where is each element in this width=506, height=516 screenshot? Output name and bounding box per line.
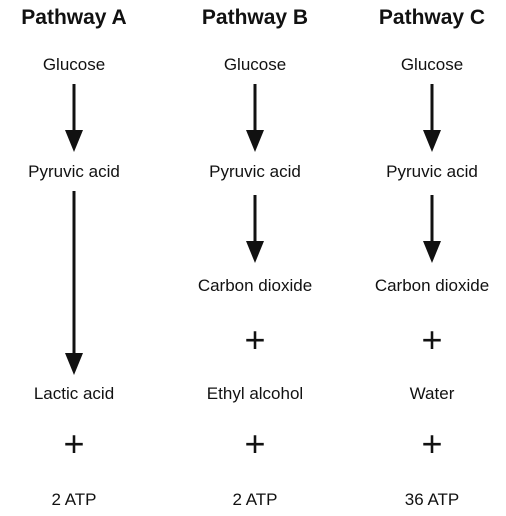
pathway-a-atp-label: 2 ATP <box>51 490 97 509</box>
plus-icon: + <box>421 423 443 464</box>
pathway-a-lactic-label: Lactic acid <box>33 384 115 403</box>
pathway-b-glucose-label: Glucose <box>223 55 287 74</box>
pathway-c-atp-label: 36 ATP <box>404 490 460 509</box>
pathway-c-carbon-dioxide-label: Carbon dioxide <box>374 276 490 295</box>
arrow-down-icon <box>352 195 506 263</box>
arrow-down-icon <box>175 195 335 263</box>
pathway-a-glucose-label: Glucose <box>42 55 106 74</box>
pathway-a-title: Pathway A <box>21 6 127 29</box>
pathway-b-column: Pathway B Glucose Pyruvic acid Carbon di… <box>175 0 335 516</box>
plus-icon: + <box>244 319 266 360</box>
arrow-down-icon <box>175 84 335 152</box>
pathway-b-atp-label: 2 ATP <box>232 490 278 509</box>
pathway-c-pyruvic-label: Pyruvic acid <box>386 162 478 181</box>
plus-icon: + <box>244 423 266 464</box>
pathway-b-carbon-dioxide-label: Carbon dioxide <box>197 276 313 295</box>
pathway-b-ethyl-alcohol-label: Ethyl alcohol <box>206 384 304 403</box>
pathway-c-water-label: Water <box>409 384 455 403</box>
pathway-c-column: Pathway C Glucose Pyruvic acid Carbon di… <box>352 0 506 516</box>
pathway-a-column: Pathway A Glucose Pyruvic acid Lactic ac… <box>0 0 154 516</box>
plus-icon: + <box>63 423 85 464</box>
plus-icon: + <box>421 319 443 360</box>
pathway-c-title: Pathway C <box>378 6 486 29</box>
pathway-a-pyruvic-label: Pyruvic acid <box>28 162 120 181</box>
arrow-down-icon <box>352 84 506 152</box>
pathway-c-glucose-label: Glucose <box>400 55 464 74</box>
pathway-b-title: Pathway B <box>201 6 309 29</box>
arrow-down-icon <box>0 191 154 375</box>
pathway-b-pyruvic-label: Pyruvic acid <box>209 162 301 181</box>
arrow-down-icon <box>0 84 154 152</box>
